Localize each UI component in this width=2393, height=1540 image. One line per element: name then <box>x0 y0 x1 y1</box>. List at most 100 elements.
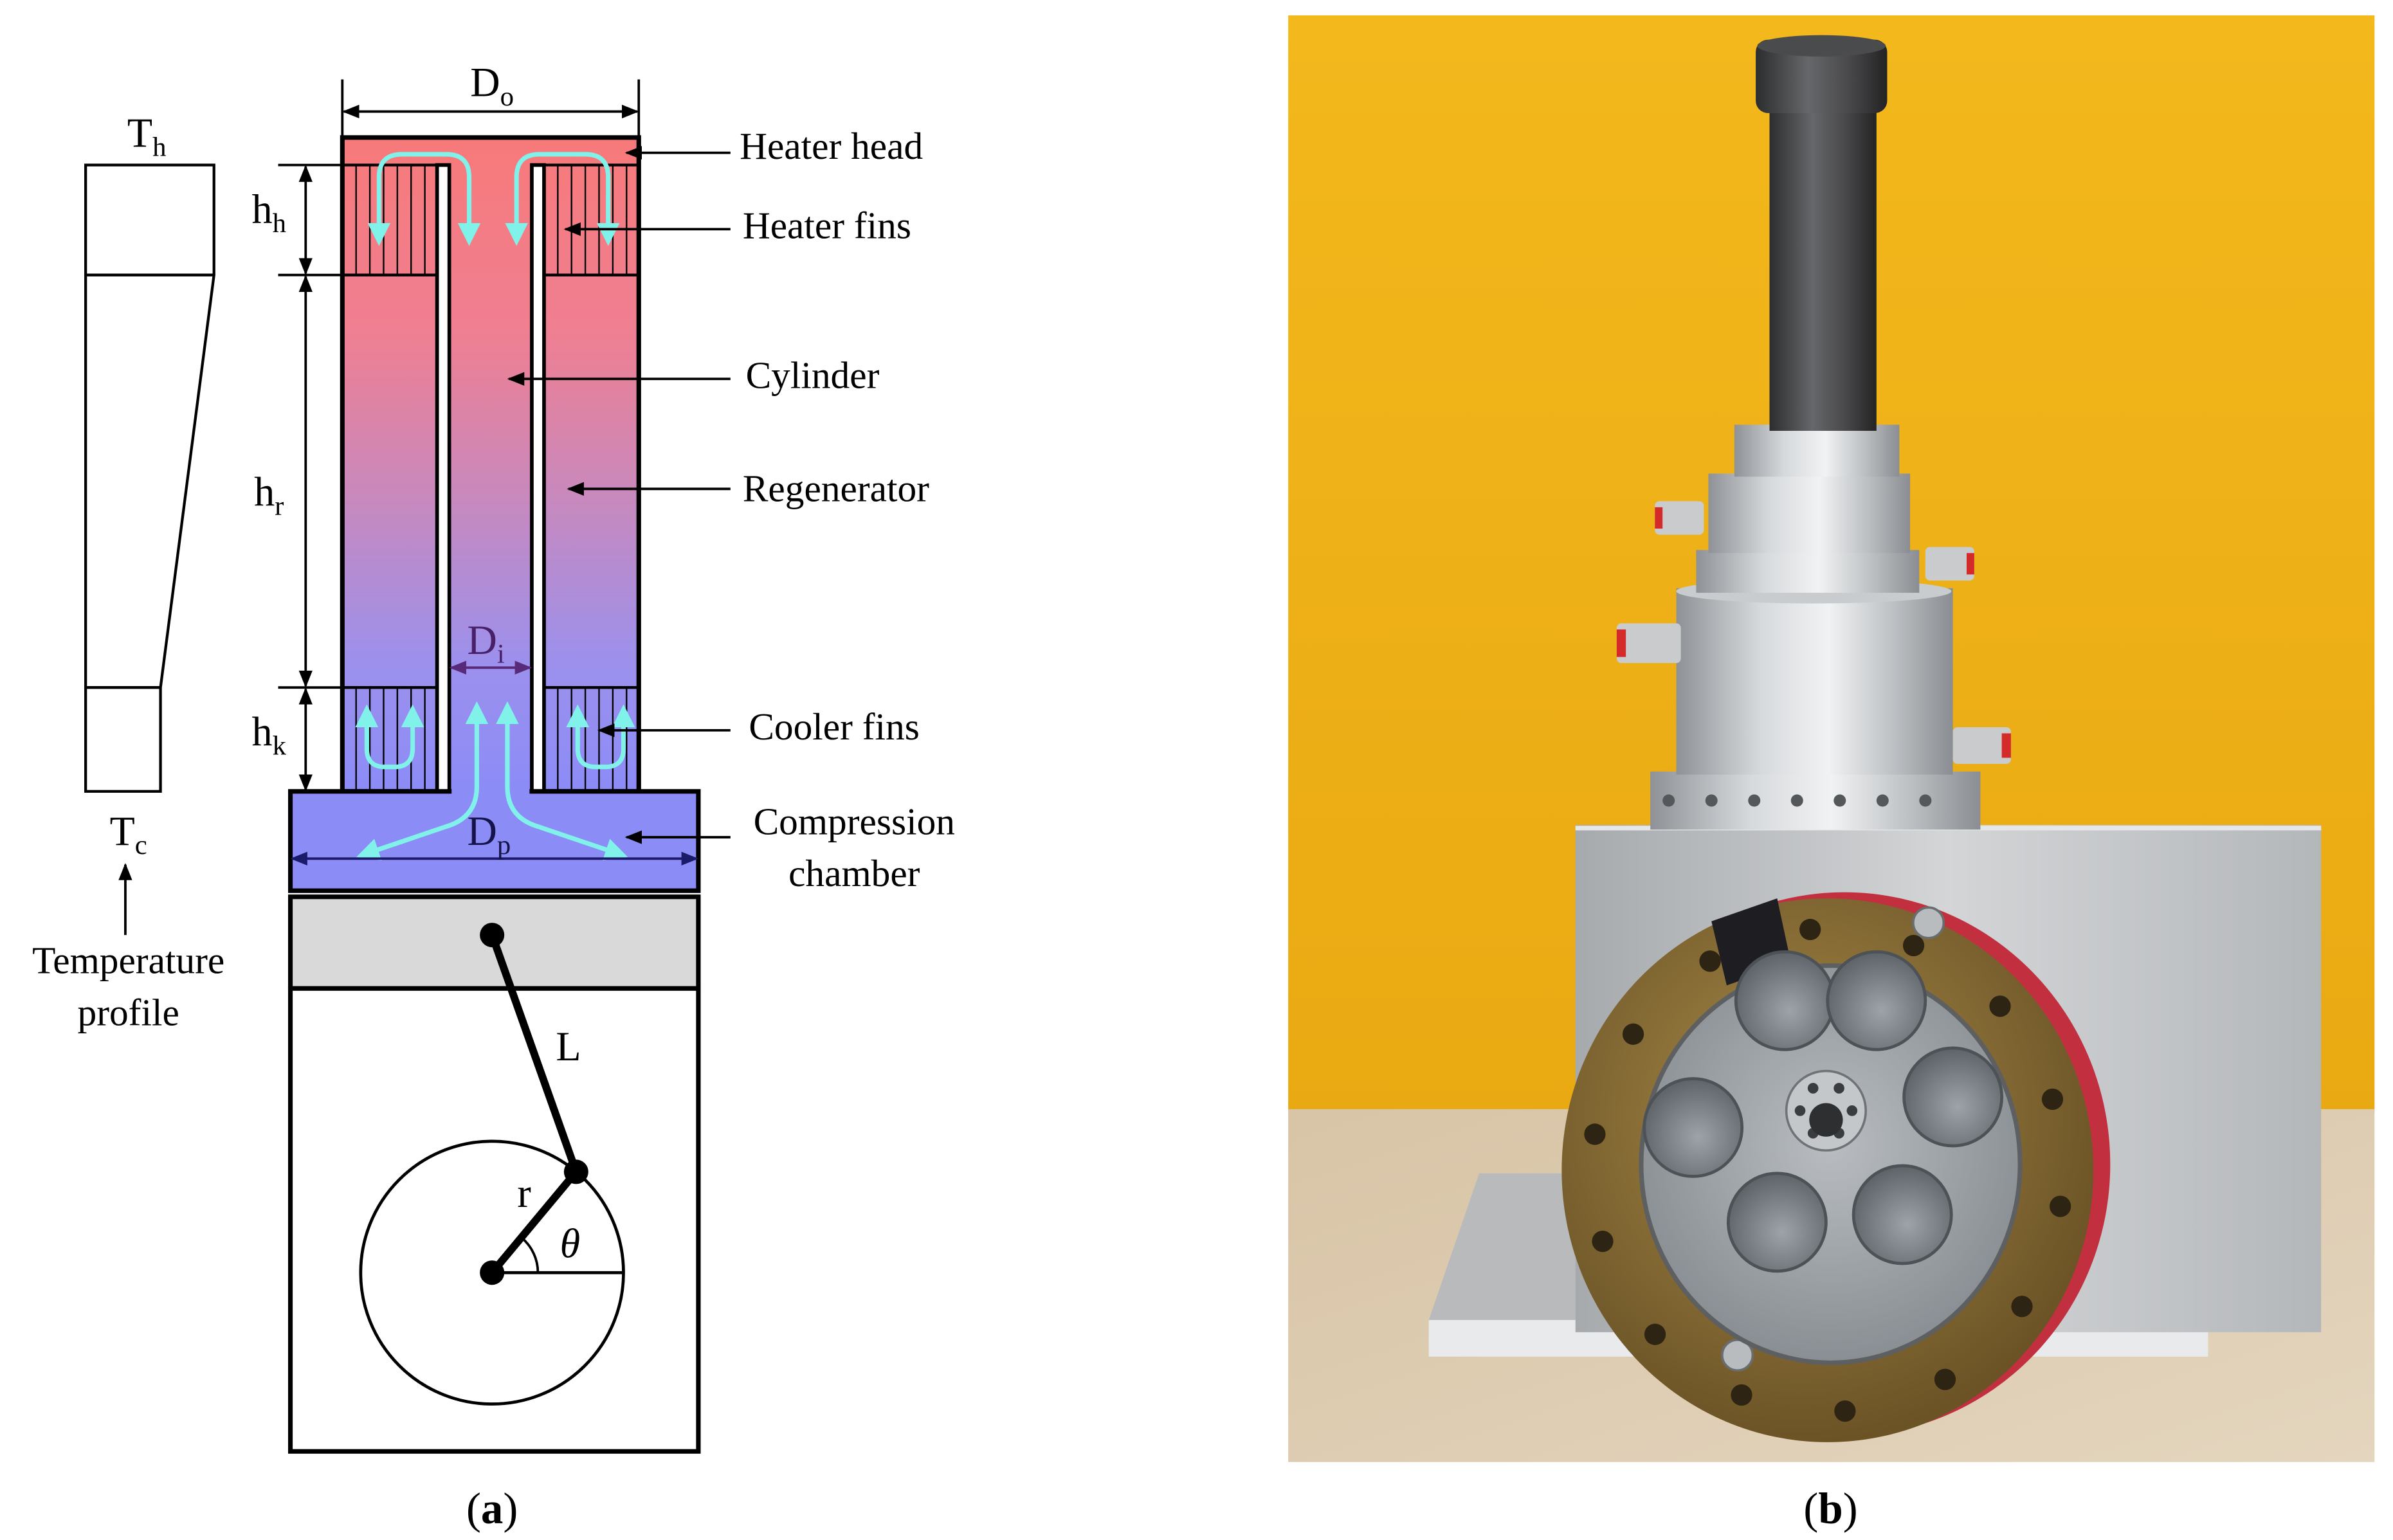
dimension-outer-diameter: Do <box>341 60 641 141</box>
flange-bolt <box>1790 794 1803 807</box>
connecting-rod-label: L <box>556 1024 581 1069</box>
heater-fins-label: Heater fins <box>743 204 911 247</box>
cylinder-wall-left <box>435 163 451 797</box>
disk-hole <box>1642 1077 1744 1178</box>
hub-bolt <box>1794 1105 1806 1116</box>
photo-fitting-red-ring <box>2001 733 2011 758</box>
compression-chamber-label-line2: chamber <box>788 852 920 894</box>
cylinder-opening <box>451 779 530 798</box>
bolt-hole <box>1644 1323 1666 1345</box>
bolt-hole <box>1989 995 2011 1017</box>
photo-fitting <box>1925 547 1974 581</box>
disk-hole <box>1826 950 1927 1051</box>
cooler-height-label: hk <box>252 709 287 761</box>
cylinder-label: Cylinder <box>746 354 880 397</box>
photo-upper-cylinder <box>1708 473 1911 554</box>
flange-bolt <box>1705 794 1718 807</box>
flange-bolt <box>1748 794 1761 807</box>
panel-a-caption: (a) <box>466 1484 518 1533</box>
heater-regenerator-cooler-body <box>340 135 641 794</box>
dimension-inner-diameter: Di <box>449 617 532 675</box>
photo-disk-holes <box>1642 950 2004 1273</box>
crank-radius-label: r <box>517 1170 531 1216</box>
heater-fins-right <box>557 165 628 275</box>
regenerator-height-label: hr <box>254 469 284 521</box>
flow-arrows <box>355 152 635 861</box>
photo-middle-flange <box>1696 550 1920 593</box>
disk-hole <box>1852 1164 1953 1265</box>
compression-chamber-label-line1: Compression <box>754 800 955 842</box>
heater-height-label: hh <box>252 186 286 239</box>
crank-arm <box>489 1169 579 1276</box>
flange-bolt <box>1662 794 1675 807</box>
heater-fins-left <box>355 165 426 275</box>
piston-pin <box>480 923 505 948</box>
inner-diameter-label: Di <box>468 617 505 669</box>
bolt-hole <box>2050 1195 2071 1217</box>
panel-b-photo <box>1288 15 2375 1462</box>
crank-mechanism: L r θ <box>359 923 625 1406</box>
piston-diameter-label: Dp <box>468 808 511 860</box>
photo-fitting <box>1655 501 1704 535</box>
photo-fitting <box>1616 623 1681 664</box>
bolt-hole <box>1584 1123 1606 1145</box>
photo-lower-cylinder <box>1676 588 1953 775</box>
bolt-hole <box>1699 950 1721 972</box>
bolt-hole <box>1622 1023 1644 1045</box>
dimension-piston-diameter: Dp <box>290 808 699 865</box>
temperature-profile-outline <box>84 163 215 793</box>
hub-bolt <box>1833 1083 1844 1094</box>
photo-fitting-red-ring <box>1616 629 1626 657</box>
photo-top-flange <box>1734 424 1900 477</box>
bolt-hole <box>1731 1384 1752 1406</box>
cooler-fins-label: Cooler fins <box>749 705 920 748</box>
outer-diameter-label: Do <box>470 60 514 112</box>
panel-b-caption: (b) <box>1803 1484 1857 1533</box>
photo-shaft <box>1809 1103 1843 1137</box>
bolt-hole <box>1902 934 1925 957</box>
regenerator-label: Regenerator <box>743 467 929 509</box>
bolt-hole <box>1592 1230 1614 1253</box>
photo-heater-tube-cap <box>1756 39 1888 113</box>
crank-pin <box>563 1159 588 1184</box>
photo-fitting-red-ring <box>1967 553 1974 575</box>
bolt-hole <box>2011 1296 2033 1318</box>
photo-brass-bolt-holes <box>1584 918 2071 1422</box>
disk-hole <box>1726 1172 1828 1273</box>
cylinder-wall-right <box>530 163 546 797</box>
crank-center <box>480 1260 505 1285</box>
flange-bolt <box>1833 794 1846 807</box>
connecting-rod <box>488 934 580 1173</box>
photo-screw <box>1721 1338 1754 1372</box>
photo-screw <box>1912 906 1945 939</box>
hub-bolt <box>1846 1105 1858 1116</box>
heater-head-label: Heater head <box>740 125 923 167</box>
crank-angle-label: θ <box>560 1220 581 1266</box>
bolt-hole <box>1834 1400 1856 1422</box>
cold-temperature-label: Tc <box>110 808 147 860</box>
temperature-profile-label-line2: profile <box>78 991 179 1033</box>
flow-chamber-right <box>496 701 628 861</box>
temperature-profile: Th Tc Temperature profile <box>32 110 224 1033</box>
hub-bolt <box>1807 1083 1819 1094</box>
temperature-profile-label-line1: Temperature <box>32 939 224 982</box>
flange-bolt <box>1876 794 1889 807</box>
crankcase <box>287 986 701 1454</box>
bolt-hole <box>2041 1088 2064 1110</box>
photo-heater-tube-cap-top <box>1757 35 1886 57</box>
disk-hole <box>1734 950 1835 1051</box>
hot-temperature-label: Th <box>127 110 167 162</box>
photo-heater-tube <box>1769 91 1877 431</box>
flow-heater-right <box>505 152 620 246</box>
photo-fitting <box>1952 727 2011 764</box>
dimension-heights <box>278 163 346 792</box>
section-boundaries <box>342 163 639 689</box>
panel-a-schematic: Th Tc Temperature profile <box>32 60 955 1533</box>
flange-bolt <box>1919 794 1932 807</box>
photo-fitting-red-ring <box>1655 507 1663 529</box>
bolt-hole <box>1799 918 1821 941</box>
bolt-hole <box>1934 1368 1956 1390</box>
flow-heater-left <box>367 152 481 246</box>
flow-chamber-left <box>356 701 489 861</box>
